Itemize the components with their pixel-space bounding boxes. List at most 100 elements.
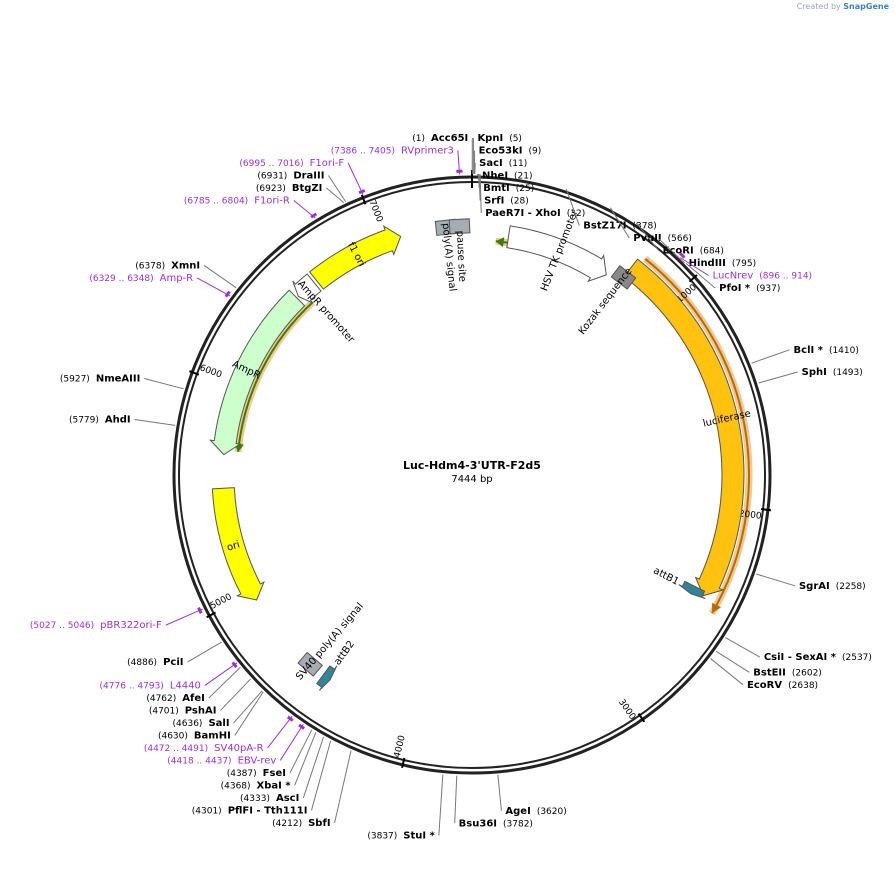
feature-box <box>610 265 637 290</box>
enzyme-name: CsiI - SexAI * <box>764 652 837 663</box>
callout-line <box>725 637 761 658</box>
callout-line <box>454 775 458 824</box>
restriction-site[interactable]: AhdI(5779) <box>69 415 176 426</box>
restriction-site[interactable]: EcoRI(684) <box>635 222 724 257</box>
restriction-site[interactable]: NmeAIII(5927) <box>60 374 184 390</box>
feature-pause-site[interactable]: pause site <box>448 218 471 282</box>
feature-arrow <box>211 487 265 601</box>
primer-site[interactable]: RVprimer3(7386 .. 7405) <box>331 146 463 175</box>
restriction-site[interactable]: KpnI(5) <box>472 133 522 175</box>
primer-site[interactable]: L4440(4776 .. 4793) <box>100 661 238 691</box>
enzyme-position: (378) <box>633 222 657 232</box>
enzyme-position: (4301) <box>192 806 222 816</box>
enzyme-position: (4212) <box>272 819 302 829</box>
restriction-site[interactable]: SgrAI(2258) <box>756 573 866 592</box>
restriction-site[interactable]: HindIII(795) <box>658 238 756 269</box>
scale-tick <box>189 370 200 376</box>
restriction-site[interactable]: SalI (4636) <box>173 690 263 729</box>
callout-line <box>758 371 798 384</box>
restriction-site[interactable]: BstZ17I(378) <box>565 189 657 232</box>
enzyme-position: (937) <box>756 284 780 294</box>
feature-arrow <box>506 225 607 283</box>
restriction-site[interactable]: DraIII (6931) <box>257 171 347 203</box>
feature-ori[interactable]: ori <box>211 487 265 601</box>
restriction-site[interactable]: PshAI(4701) <box>149 678 251 716</box>
enzyme-position: (1) <box>412 134 425 144</box>
feature-kozak-sequence[interactable]: Kozak sequence <box>577 265 637 337</box>
enzyme-name: BstEII <box>753 667 786 678</box>
restriction-site[interactable]: XbaI *(4368) <box>221 732 317 791</box>
enzyme-position: (11) <box>509 159 527 169</box>
enzyme-position: (1410) <box>829 346 859 356</box>
restriction-site[interactable]: EcoRV(2638) <box>710 658 819 691</box>
primer-site[interactable]: LucNrev(896 .. 914) <box>679 252 812 282</box>
restriction-site[interactable]: SphI(1493) <box>758 367 863 384</box>
restriction-site[interactable]: SbfI(4212) <box>272 750 352 829</box>
enzyme-position: (28) <box>510 197 528 207</box>
feature-arrow <box>308 225 402 290</box>
primer-range: (4472 .. 4491) <box>144 744 208 754</box>
callout-line <box>302 736 325 799</box>
feature-f1-ori[interactable]: f1 ori <box>308 225 402 290</box>
primer-site[interactable]: Amp-R(6329 .. 6348) <box>89 273 231 298</box>
primer-site[interactable]: EBV-rev(4418 .. 4437) <box>167 723 305 766</box>
restriction-site[interactable]: SacI(11) <box>474 158 527 175</box>
restriction-site[interactable]: BclI *(1410) <box>751 345 859 364</box>
restriction-site[interactable]: AfeI(4762) <box>146 666 241 704</box>
primer-site[interactable]: F1ori-R (6785 .. 6804) <box>184 196 318 219</box>
callout-line <box>328 175 347 203</box>
primer-range: (896 .. 914) <box>759 272 812 282</box>
scale-tick-label: 4000 <box>393 734 408 759</box>
restriction-site[interactable]: PaeR7I - XhoI(32) <box>479 174 585 219</box>
scale-tick <box>360 194 367 205</box>
restriction-site[interactable]: PciI(4886) <box>127 641 222 668</box>
primer-site[interactable]: F1ori-F(6995 .. 7016) <box>239 158 366 195</box>
enzyme-name: HindIII <box>689 258 726 269</box>
restriction-site[interactable]: BstEII(2602) <box>715 650 822 678</box>
enzyme-name: StuI * <box>403 830 435 841</box>
snapgene-logo: SnapGene <box>843 2 889 11</box>
enzyme-name: DraIII <box>293 171 324 182</box>
feature-arrow <box>208 289 306 456</box>
callout-line <box>294 732 317 786</box>
restriction-site[interactable]: StuI *(3837) <box>367 774 444 842</box>
callout-line <box>609 207 630 239</box>
restriction-site[interactable]: Bsu36I(3782) <box>454 775 533 830</box>
feature-luciferase[interactable]: luciferase <box>623 258 752 597</box>
scale-tick <box>688 274 698 283</box>
enzyme-position: (3782) <box>503 819 533 829</box>
enzyme-position: (4636) <box>173 719 203 729</box>
restriction-site[interactable]: SrfI(28) <box>478 174 529 207</box>
primer-mark <box>679 252 686 259</box>
enzyme-name: AgeI <box>505 806 530 817</box>
restriction-site[interactable]: PflFI - Tth111I(4301) <box>192 740 332 817</box>
enzyme-name: SalI <box>208 718 229 729</box>
feature-ampr[interactable]: AmpR <box>208 289 306 456</box>
restriction-site[interactable]: FseI(4387) <box>227 729 313 779</box>
restriction-site[interactable]: NheI(21) <box>476 171 533 182</box>
restriction-site[interactable]: Acc65I(1) <box>412 133 473 175</box>
restriction-site[interactable]: AscI(4333) <box>240 736 325 804</box>
primer-site[interactable]: pBR322ori-F(5027 .. 5046) <box>30 606 203 631</box>
restriction-site[interactable]: AgeI(3620) <box>497 774 567 817</box>
primer-name: F1ori-R <box>254 196 290 207</box>
restriction-site[interactable]: CsiI - SexAI *(2537) <box>725 637 872 663</box>
restriction-site[interactable]: XmnI(6378) <box>135 260 237 289</box>
callout-line <box>715 650 750 673</box>
callout-line <box>438 774 444 836</box>
primer-name: F1ori-F <box>310 158 345 169</box>
primer-site[interactable]: SV40pA-R(4472 .. 4491) <box>144 715 294 754</box>
enzyme-position: (6931) <box>257 172 287 182</box>
enzyme-position: (4333) <box>240 794 270 804</box>
callout-line <box>334 750 352 824</box>
restriction-site[interactable]: Eco53kI(9) <box>473 146 541 175</box>
callout-line <box>479 174 482 214</box>
restriction-site[interactable]: PfoI *(937) <box>685 262 780 294</box>
primer-range: (6785 .. 6804) <box>184 197 248 207</box>
restriction-site[interactable]: BtgZI(6923) <box>256 183 345 204</box>
enzyme-position: (32) <box>567 209 585 219</box>
site-layer: KpnI(5)Eco53kI(9)SacI(11)NheI(21)BmtI(25… <box>30 133 872 841</box>
restriction-site[interactable]: BamHI(4630) <box>158 691 264 742</box>
enzyme-name: NheI <box>482 171 508 182</box>
restriction-site[interactable]: PvuII(566) <box>609 207 692 244</box>
